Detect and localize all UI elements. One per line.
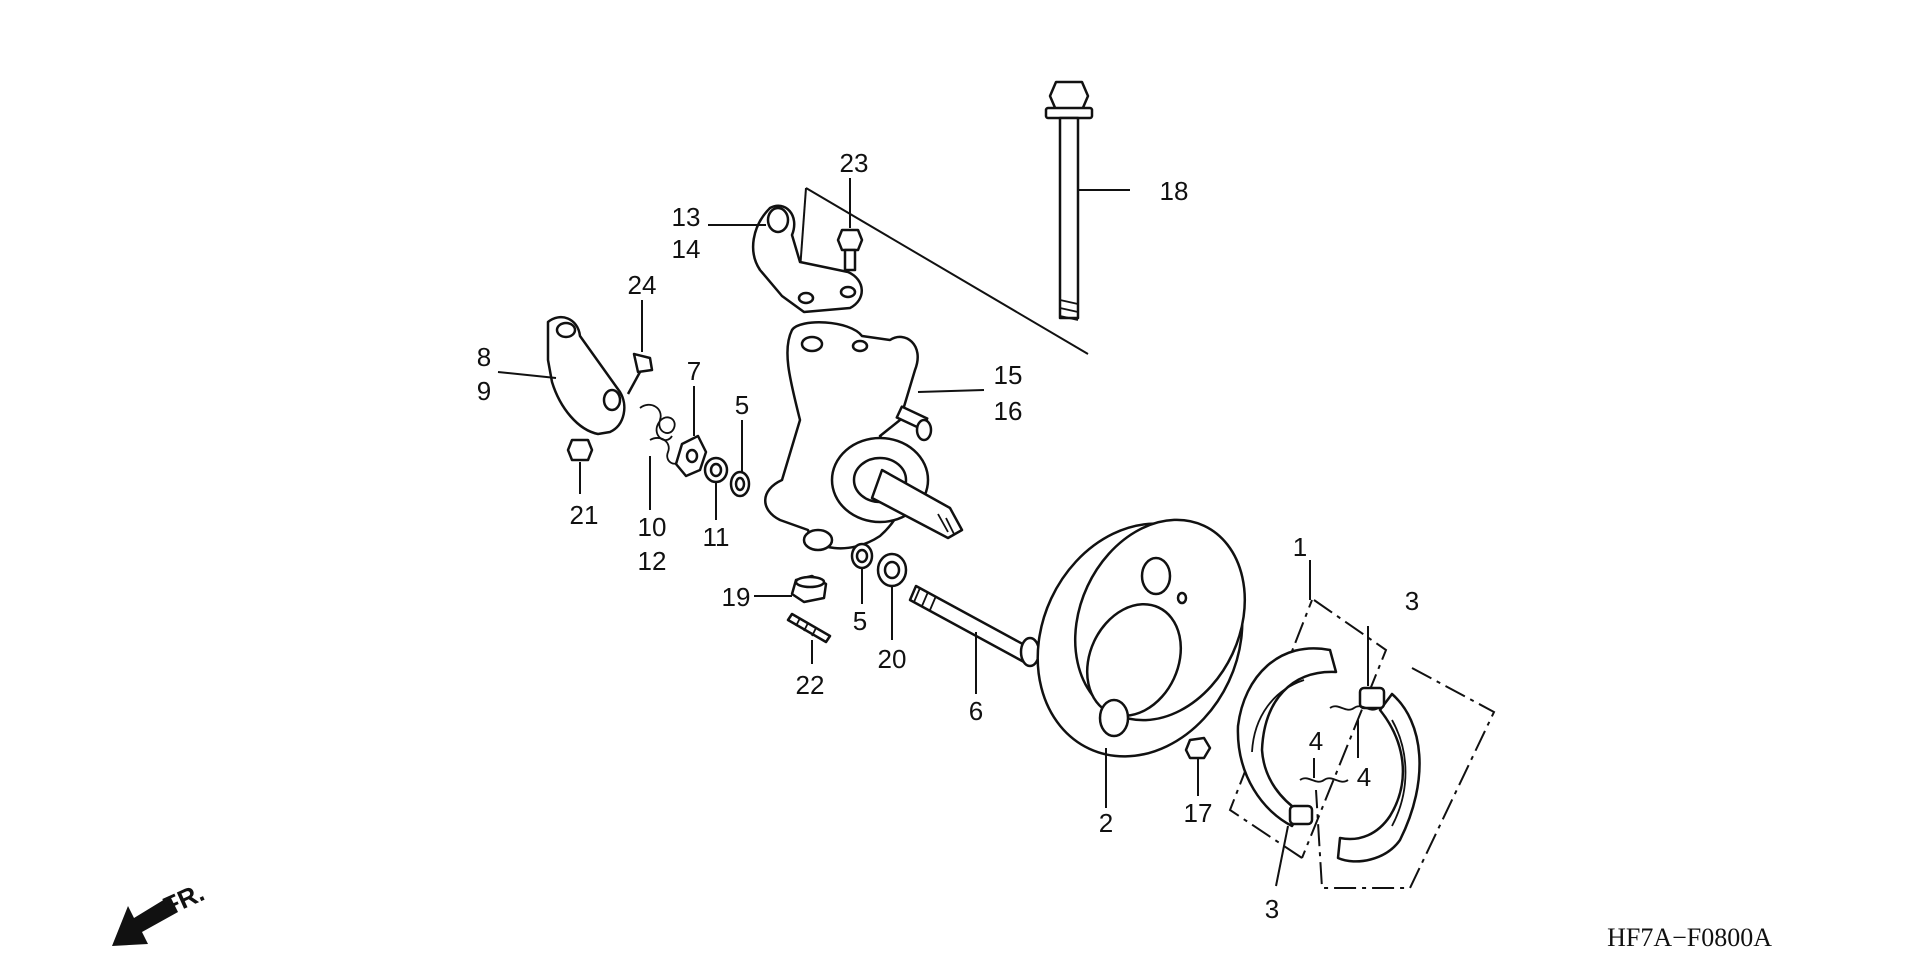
part-17-bolt (1184, 736, 1212, 796)
callout-18: 18 (1160, 176, 1189, 206)
callout-13: 13 (672, 202, 701, 232)
part-10-12-spring (639, 403, 681, 510)
callout-4-left: 4 (1309, 726, 1323, 756)
callout-24: 24 (628, 270, 657, 300)
callout-21: 21 (570, 500, 599, 530)
callout-11: 11 (703, 522, 730, 552)
callout-20: 20 (878, 644, 907, 674)
callout-1: 1 (1293, 532, 1307, 562)
part-24-bolt (626, 300, 654, 395)
callout-14: 14 (672, 234, 701, 264)
part-3-pivot-lower (1275, 804, 1314, 887)
part-23-bolt (836, 178, 864, 272)
part-22-stud (786, 612, 832, 664)
callout-8: 8 (477, 342, 491, 372)
part-21-nut (566, 438, 594, 494)
part-8-9-arm (497, 316, 626, 436)
part-7-plate (674, 386, 708, 478)
callout-10: 10 (638, 512, 667, 542)
callout-2: 2 (1099, 808, 1113, 838)
callout-5-upper: 5 (735, 390, 749, 420)
callout-23: 23 (840, 148, 869, 178)
callout-3-upper: 3 (1405, 586, 1419, 616)
part-11-nut (703, 456, 729, 520)
callout-12: 12 (638, 546, 667, 576)
front-direction-arrow-icon: FR. (112, 877, 209, 946)
part-5-washer-upper (729, 420, 751, 498)
part-20-washer (876, 552, 908, 640)
callout-19: 19 (722, 582, 751, 612)
callout-4-right: 4 (1357, 762, 1371, 792)
callout-6: 6 (969, 696, 983, 726)
part-3-pivot-upper (1358, 626, 1386, 710)
part-4-spring-lower (1299, 758, 1349, 783)
part-19-cap (754, 574, 828, 604)
callout-5-lower: 5 (853, 606, 867, 636)
callout-22: 22 (796, 670, 825, 700)
callout-15: 15 (994, 360, 1023, 390)
part-2-brake-drum (1036, 518, 1247, 808)
callout-3-lower: 3 (1265, 894, 1279, 924)
callout-9: 9 (477, 376, 491, 406)
callout-7: 7 (687, 356, 701, 386)
part-18-bolt (1044, 80, 1130, 321)
reference-lines (799, 187, 1496, 889)
part-4-spring-upper (1329, 705, 1379, 758)
part-13-14-bracket (708, 204, 863, 314)
drawing-code: HF7A−F0800A (1607, 923, 1772, 952)
callout-16: 16 (994, 396, 1023, 426)
callout-17: 17 (1184, 798, 1213, 828)
part-5-washer-lower (850, 542, 874, 604)
part-15-16-knuckle (764, 321, 985, 552)
part-1-brake-shoes (1236, 560, 1421, 863)
part-6-shaft (908, 584, 1041, 694)
